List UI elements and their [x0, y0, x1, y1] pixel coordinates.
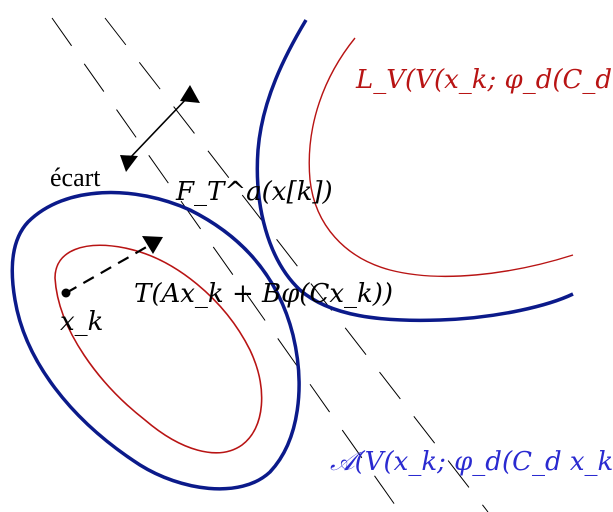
dashed-arrow-line — [65, 244, 151, 294]
ecart-arrow-bottom-icon — [120, 155, 138, 172]
image-label: T(Ax_k + Bφ(Cx_k)) — [134, 279, 393, 309]
blue-level-curve-left — [10, 190, 301, 491]
point-marker-icon — [61, 288, 71, 298]
dashed-line-right — [104, 17, 489, 512]
ecart-arrow-top-icon — [180, 85, 200, 103]
feasible-set-label: F_T^a(x[k]) — [175, 177, 333, 207]
red-level-curve-right — [308, 37, 574, 278]
script-a-label: 𝒜(V(x_k; φ_d(C_d x_k))) — [330, 447, 613, 477]
lyapunov-outer-label: L_V(V(x_k; φ_d(C_d x_k))) — [355, 65, 613, 95]
dashed-line-left — [51, 17, 401, 512]
blue-level-curve-right — [255, 19, 574, 323]
arrow-head-icon — [142, 236, 163, 254]
point-label: x_k — [60, 307, 103, 337]
ecart-label: écart — [50, 163, 101, 192]
red-level-curve-left — [54, 244, 263, 454]
ecart-measure-line — [127, 94, 191, 161]
